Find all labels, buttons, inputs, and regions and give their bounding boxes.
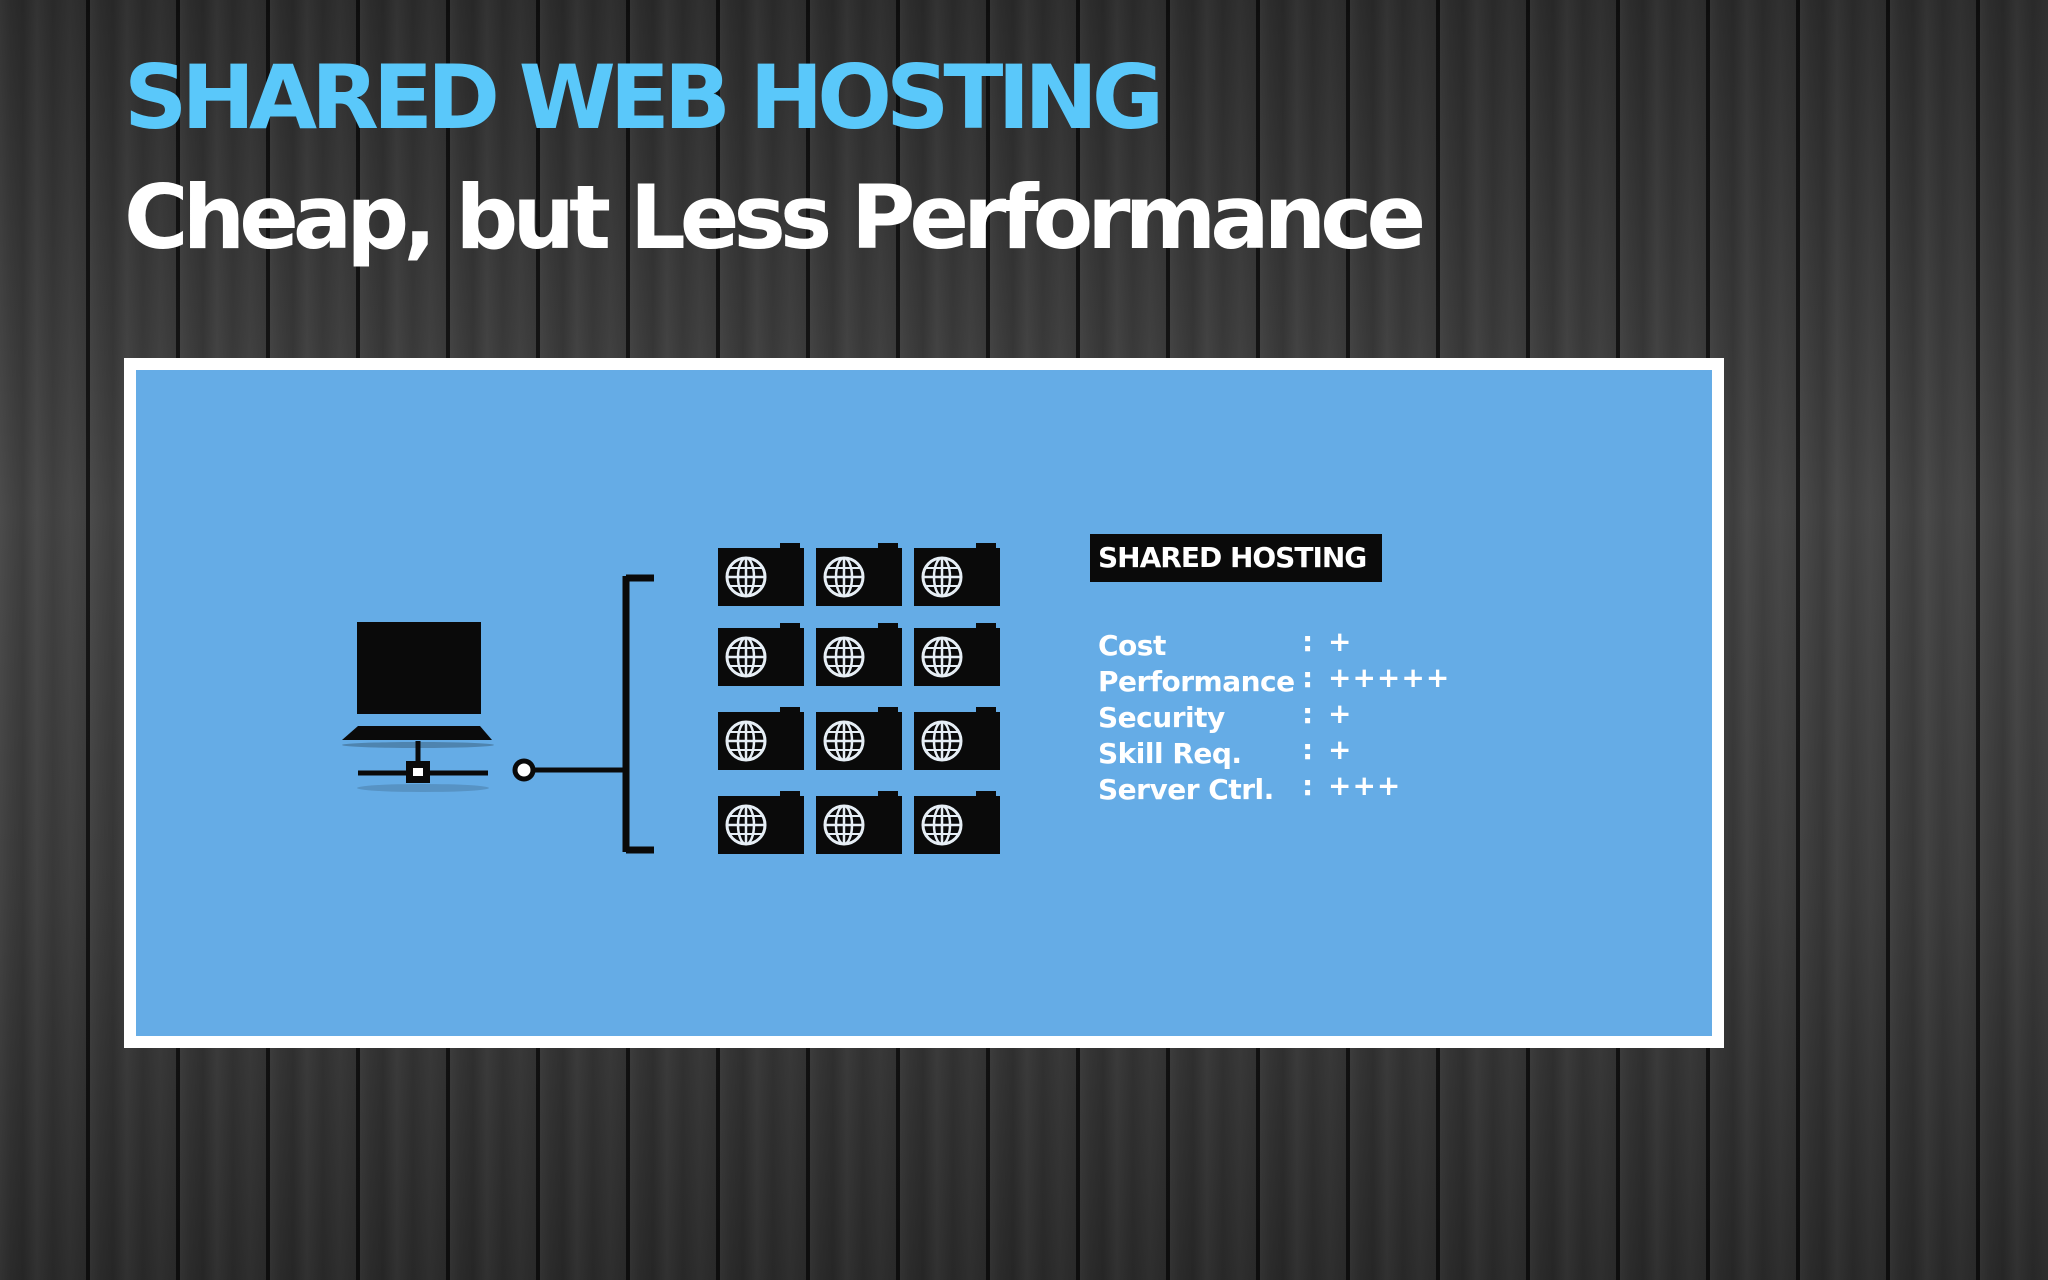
hosting-diagram bbox=[342, 543, 1000, 854]
slide-title: SHARED WEB HOSTING bbox=[124, 46, 1164, 149]
globe-server-icon bbox=[718, 791, 804, 854]
slide-subtitle: Cheap, but Less Performance bbox=[124, 166, 1426, 269]
rating-value: + bbox=[1328, 697, 1353, 730]
globe-server-icon bbox=[914, 791, 1000, 854]
globe-server-icon bbox=[914, 543, 1000, 606]
shared-hosting-figure: SHARED HOSTING Cost : + Performance : ++… bbox=[136, 370, 1712, 1036]
globe-server-icon bbox=[816, 623, 902, 686]
rating-value: +++ bbox=[1328, 769, 1402, 802]
network-node-icon bbox=[357, 741, 489, 792]
globe-server-icon bbox=[914, 623, 1000, 686]
laptop-icon bbox=[342, 622, 494, 748]
rating-name: Cost bbox=[1098, 629, 1166, 662]
rating-name: Performance bbox=[1098, 665, 1295, 698]
rating-name: Skill Req. bbox=[1098, 737, 1242, 770]
rating-value: + bbox=[1328, 733, 1353, 766]
rating-name: Security bbox=[1098, 701, 1225, 734]
rating-colon: : bbox=[1302, 661, 1314, 694]
server-grid bbox=[718, 543, 1000, 854]
connection-line bbox=[512, 758, 626, 782]
globe-server-icon bbox=[718, 707, 804, 770]
rating-value: + bbox=[1328, 625, 1353, 658]
rating-colon: : bbox=[1302, 697, 1314, 730]
globe-server-icon bbox=[718, 623, 804, 686]
rating-colon: : bbox=[1302, 625, 1314, 658]
figure-frame: SHARED HOSTING Cost : + Performance : ++… bbox=[124, 358, 1724, 1048]
server-bracket bbox=[622, 574, 654, 854]
shared-hosting-label: SHARED HOSTING bbox=[1090, 534, 1383, 582]
globe-server-icon bbox=[816, 791, 902, 854]
globe-server-icon bbox=[914, 707, 1000, 770]
rating-colon: : bbox=[1302, 769, 1314, 802]
rating-colon: : bbox=[1302, 733, 1314, 766]
globe-server-icon bbox=[816, 707, 902, 770]
rating-name: Server Ctrl. bbox=[1098, 773, 1274, 806]
globe-server-icon bbox=[718, 543, 804, 606]
rating-value: +++++ bbox=[1328, 661, 1451, 694]
globe-server-icon bbox=[816, 543, 902, 606]
